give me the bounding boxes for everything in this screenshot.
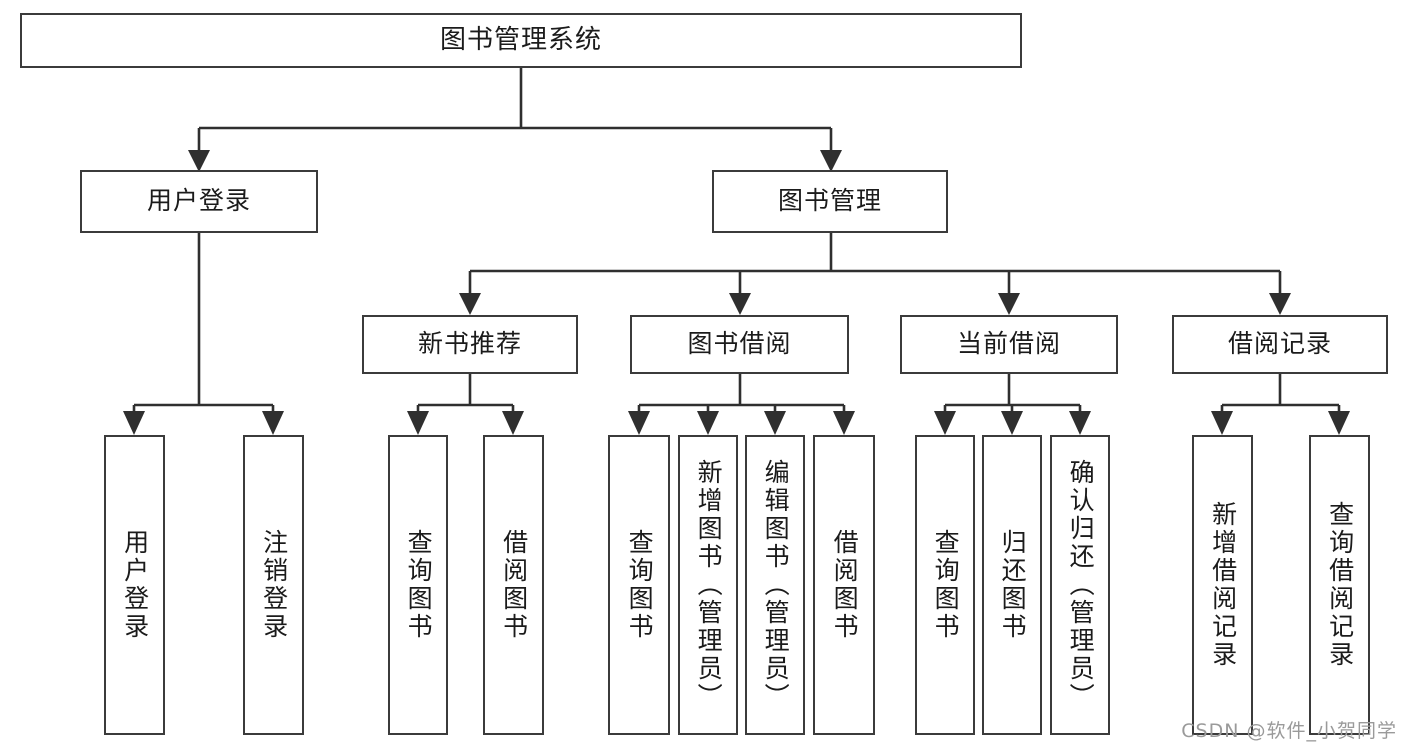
leaf-return-book[interactable]: 归还图书 <box>982 435 1042 735</box>
node-new-book-recommend[interactable]: 新书推荐 <box>362 315 578 374</box>
leaf-add-borrow-record[interactable]: 新增借阅记录 <box>1192 435 1253 735</box>
node-root-system[interactable]: 图书管理系统 <box>20 13 1022 68</box>
node-label: 新书推荐 <box>417 329 522 359</box>
node-label: 图书管理系统 <box>439 24 602 55</box>
node-label: 用户登录 <box>146 186 251 216</box>
node-label: 新增图书（管理员） <box>694 459 724 711</box>
leaf-user-logout[interactable]: 注销登录 <box>243 435 304 735</box>
leaf-query-book-borrow[interactable]: 查询图书 <box>608 435 670 735</box>
node-label: 借阅图书 <box>499 529 529 641</box>
node-label: 确认归还（管理员） <box>1066 459 1096 711</box>
node-borrow-record[interactable]: 借阅记录 <box>1172 315 1388 374</box>
node-label: 新增借阅记录 <box>1208 501 1238 669</box>
leaf-borrow-book-recommend[interactable]: 借阅图书 <box>483 435 544 735</box>
watermark: CSDN @软件_小贺同学 <box>1181 720 1397 742</box>
leaf-query-borrow-record[interactable]: 查询借阅记录 <box>1309 435 1370 735</box>
node-label: 借阅记录 <box>1227 329 1332 359</box>
leaf-query-book-current[interactable]: 查询图书 <box>915 435 975 735</box>
node-label: 编辑图书（管理员） <box>761 459 791 711</box>
leaf-confirm-return-admin[interactable]: 确认归还（管理员） <box>1050 435 1110 735</box>
node-book-manage[interactable]: 图书管理 <box>712 170 948 233</box>
node-label: 图书借阅 <box>687 329 792 359</box>
node-label: 归还图书 <box>998 529 1028 641</box>
node-label: 图书管理 <box>777 186 882 216</box>
node-label: 查询图书 <box>931 529 961 641</box>
node-label: 用户登录 <box>120 529 150 641</box>
node-label: 查询图书 <box>625 529 655 641</box>
leaf-user-login[interactable]: 用户登录 <box>104 435 165 735</box>
leaf-edit-book-admin[interactable]: 编辑图书（管理员） <box>745 435 805 735</box>
node-label: 注销登录 <box>259 529 289 641</box>
leaf-borrow-book-borrow[interactable]: 借阅图书 <box>813 435 875 735</box>
node-current-borrow[interactable]: 当前借阅 <box>900 315 1118 374</box>
node-label: 借阅图书 <box>830 529 860 641</box>
node-label: 当前借阅 <box>956 329 1061 359</box>
node-label: 查询图书 <box>404 529 434 641</box>
node-user-login[interactable]: 用户登录 <box>80 170 318 233</box>
leaf-add-book-admin[interactable]: 新增图书（管理员） <box>678 435 738 735</box>
leaf-query-book-recommend[interactable]: 查询图书 <box>388 435 448 735</box>
node-book-borrow[interactable]: 图书借阅 <box>630 315 849 374</box>
node-label: 查询借阅记录 <box>1325 501 1355 669</box>
